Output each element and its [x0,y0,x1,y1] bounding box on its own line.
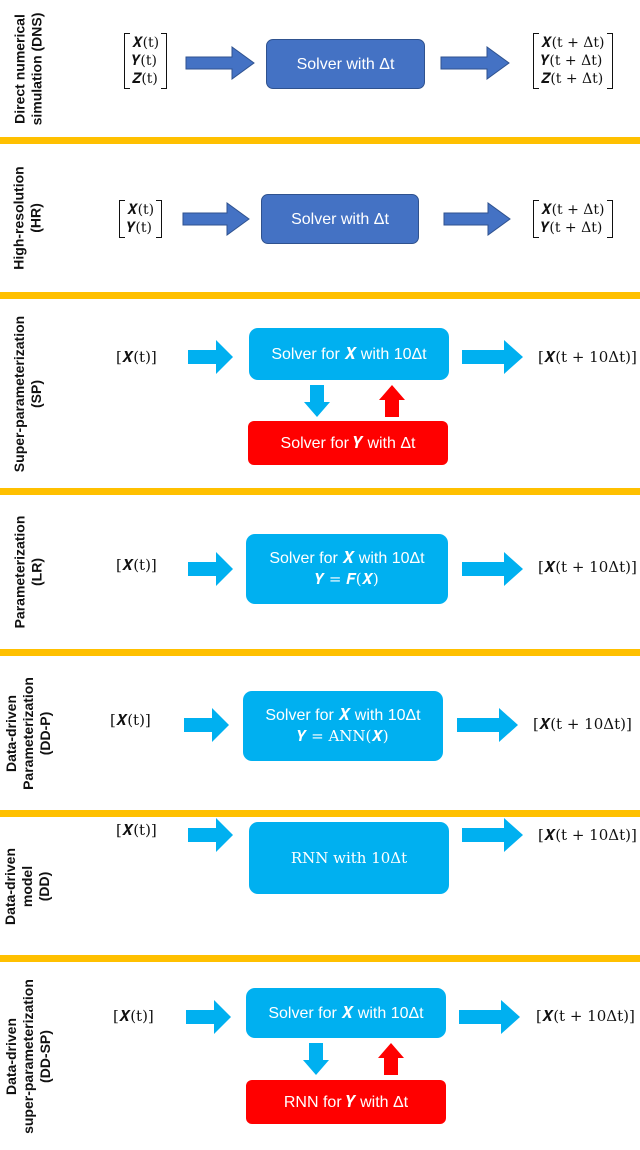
arrow-right-icon [462,552,523,586]
output-label-ddsp: [𝑿(t + 10Δt)] [536,1007,635,1025]
panel-label-dd: Data-driven model (DD) [2,847,53,925]
panel-label-lr: Parameterization (LR) [11,515,45,629]
panel-label-hr: High-resolution (HR) [11,166,44,270]
arrow-right-icon [186,1000,231,1034]
solver-box-lr: Solver for 𝑿 with 10Δt 𝒀 = 𝑭(𝑿) [246,534,448,604]
input-label-lr: [𝑿(t)] [116,556,157,574]
solver-box-sp: Solver for 𝑿 with 10Δt [249,328,449,380]
sub-solver-box-sp: Solver for 𝒀 with Δt [248,421,448,465]
separator [0,137,640,144]
separator [0,488,640,495]
arrow-right-icon [440,46,510,80]
arrow-right-icon [182,202,250,236]
input-vector-hr: 𝑿(t) 𝒀(t) [119,200,163,238]
solver-box-dns: Solver with Δt [266,39,425,89]
input-label-ddsp: [𝑿(t)] [113,1007,154,1025]
separator [0,292,640,299]
panel-label-sp: Super-parameterization (SP) [11,315,44,472]
arrow-right-icon [459,1000,520,1034]
input-vector-dns: 𝑿(t) 𝒀(t) 𝒁(t) [124,33,168,89]
arrow-right-icon [188,340,233,374]
arrow-right-icon [184,708,229,742]
arrow-right-icon [185,46,255,80]
separator [0,955,640,962]
arrow-right-icon [462,340,523,374]
panel-label-dns: Direct numerical simulation (DNS) [11,12,44,125]
panel-label-ddp: Data-driven Parameterization (DD-P) [2,676,53,790]
output-label-lr: [𝑿(t + 10Δt)] [538,558,637,576]
input-label-sp: [𝑿(t)] [116,348,157,366]
solver-box-ddsp: Solver for 𝑿 with 10Δt [246,988,446,1038]
arrow-right-icon [462,818,523,852]
output-label-dd: [𝑿(t + 10Δt)] [538,826,637,844]
output-vector-hr: 𝑿(t + Δt) 𝒀(t + Δt) [533,200,613,238]
sub-rnn-box-ddsp: RNN for 𝒀 with Δt [246,1080,446,1124]
arrow-right-icon [188,818,233,852]
solver-box-ddp: Solver for 𝑿 with 10Δt 𝒀 = ANN(𝑿) [243,691,443,761]
arrow-up-icon [379,385,405,417]
arrow-down-icon [303,1043,329,1075]
arrow-right-icon [457,708,518,742]
separator [0,649,640,656]
arrow-up-icon [378,1043,404,1075]
output-vector-dns: 𝑿(t + Δt) 𝒀(t + Δt) 𝒁(t + Δt) [533,33,613,89]
rnn-box-dd: RNN with 10Δt [249,822,449,894]
solver-box-hr: Solver with Δt [261,194,419,244]
input-label-ddp: [𝑿(t)] [110,711,151,729]
separator [0,810,640,817]
panel-label-ddsp: Data-driven super-parameterization (DD-S… [2,978,53,1134]
arrow-right-icon [443,202,511,236]
output-label-sp: [𝑿(t + 10Δt)] [538,348,637,366]
input-label-dd: [𝑿(t)] [116,821,157,839]
output-label-ddp: [𝑿(t + 10Δt)] [533,715,632,733]
arrow-right-icon [188,552,233,586]
arrow-down-icon [304,385,330,417]
